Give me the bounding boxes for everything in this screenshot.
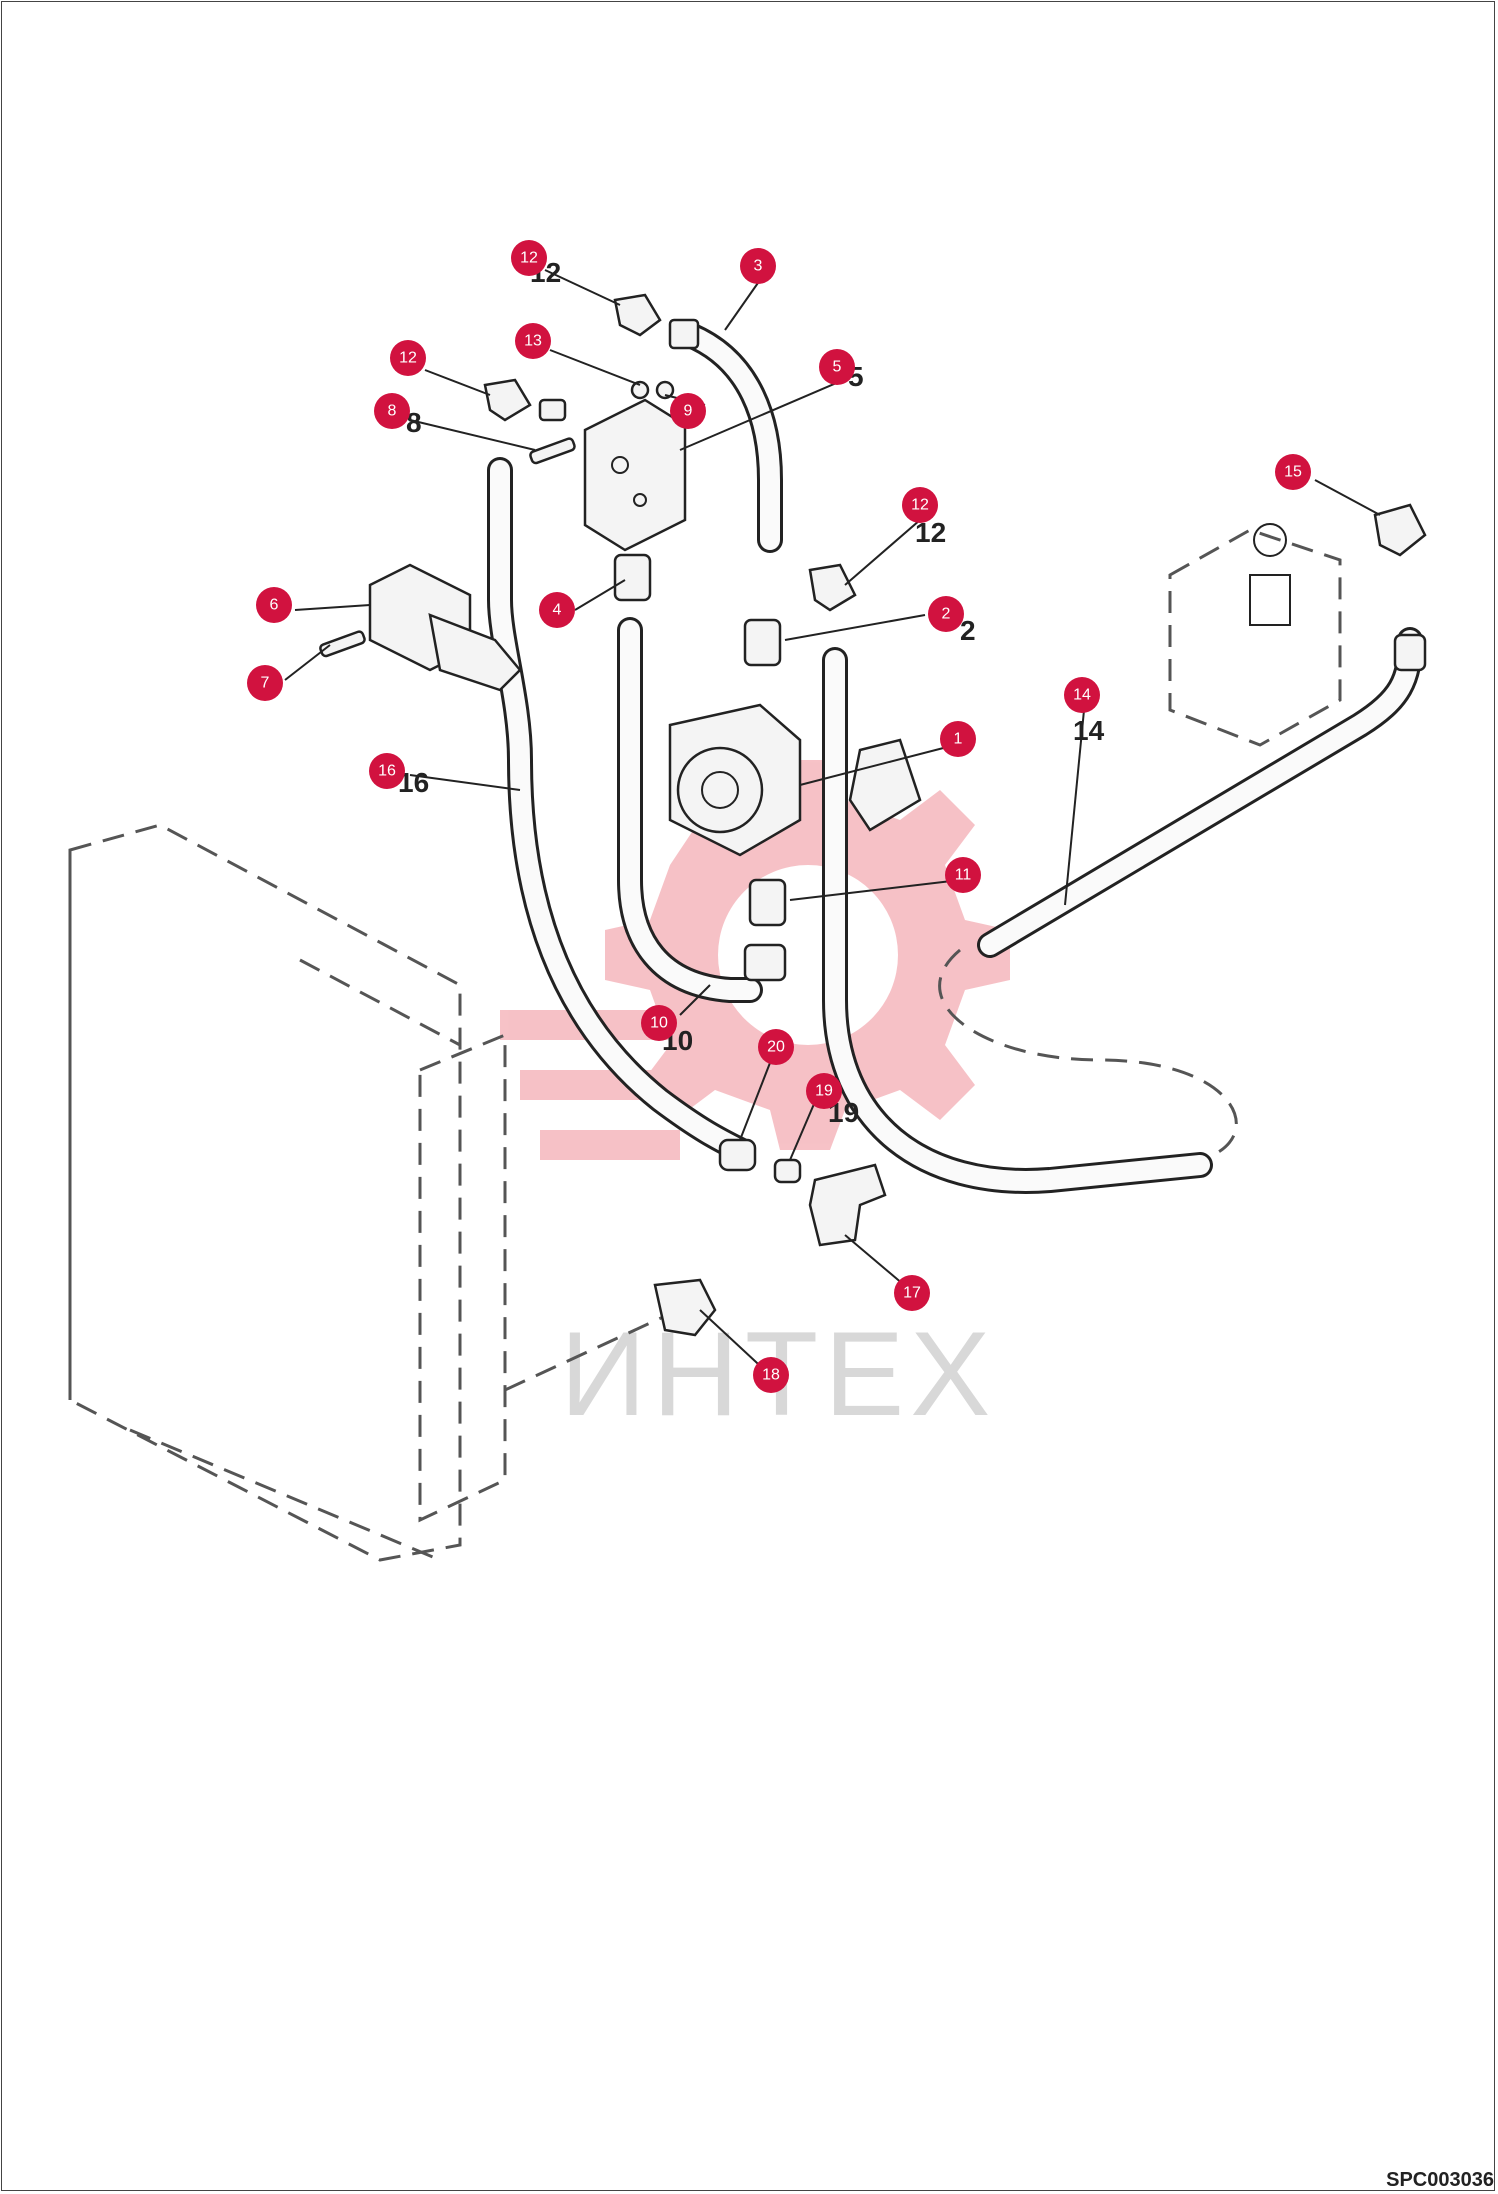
callout-2[interactable]: 2 [928,596,964,632]
bolt-7 [319,630,366,658]
callout-label: 12 [911,497,929,514]
fitting-11 [743,878,787,982]
fitting-2 [743,618,782,667]
callout-10[interactable]: 10 [641,1005,677,1041]
callout-19[interactable]: 19 [806,1073,842,1109]
callout-4[interactable]: 4 [539,592,575,628]
callout-7[interactable]: 7 [247,665,283,701]
callout-label: 10 [650,1015,668,1032]
callout-label: 3 [754,258,763,275]
plug-9-13 [630,380,675,400]
callout-label: 15 [1284,464,1302,481]
print-label: 14 [1073,715,1105,746]
callout-label: 20 [767,1039,785,1056]
callout-9[interactable]: 9 [670,393,706,429]
callout-13[interactable]: 13 [515,323,551,359]
callout-16[interactable]: 16 [369,753,405,789]
hose-return-long [822,647,1213,1194]
callout-label: 12 [399,350,417,367]
callout-12-right[interactable]: 12 [902,487,938,523]
callout-label: 11 [955,867,972,884]
fitting-19 [773,1158,802,1184]
callout-label: 17 [903,1285,921,1302]
callout-label: 18 [762,1367,780,1384]
callout-11[interactable]: 11 [945,857,981,893]
callout-label: 4 [553,602,562,619]
drawing-code: SPC003036 [1386,2169,1494,2191]
callout-3[interactable]: 3 [740,248,776,284]
callout-label: 7 [261,675,270,692]
callout-label: 6 [270,597,279,614]
fitting-12-top [613,293,700,350]
callout-label: 9 [684,403,693,420]
callout-label: 12 [520,250,538,267]
callout-15[interactable]: 15 [1275,454,1311,490]
print-label: 2 [960,615,976,646]
print-label: 8 [406,407,422,438]
fitting-18 [653,1278,717,1337]
callout-label: 1 [954,731,963,748]
control-valve-phantom [1168,523,1342,747]
callout-12-left[interactable]: 12 [390,340,426,376]
callout-label: 13 [524,333,542,350]
callout-12-top[interactable]: 12 [511,240,547,276]
hose-10 [617,617,763,1003]
fitting-20 [718,1138,757,1172]
fitting-15 [1373,503,1427,672]
callout-label: 19 [815,1083,833,1100]
manifold-block-5 [583,398,687,552]
tube-14 [977,627,1423,958]
callout-1[interactable]: 1 [940,721,976,757]
callout-20[interactable]: 20 [758,1029,794,1065]
solenoid-valve-6 [368,563,522,692]
tee-fitting-17 [808,1163,887,1247]
fitting-12-left [483,378,567,422]
callout-label: 5 [833,359,842,376]
callout-8[interactable]: 8 [374,393,410,429]
callout-17[interactable]: 17 [894,1275,930,1311]
callout-label: 14 [1073,687,1091,704]
callout-6[interactable]: 6 [256,587,292,623]
callout-label: 2 [942,606,951,623]
callout-18[interactable]: 18 [753,1357,789,1393]
hose-3 [677,322,783,553]
fitting-12-right [808,563,857,612]
hydraulic-pump-1 [668,703,922,857]
callout-14[interactable]: 14 [1064,677,1100,713]
watermark-gear-logo [500,760,1010,1160]
callout-label: 16 [378,763,396,780]
fitting-4 [613,553,652,602]
return-hose-phantom-loop [938,948,1238,1162]
bolt-8 [529,437,576,465]
callout-5[interactable]: 5 [819,349,855,385]
callout-label: 8 [388,403,397,420]
